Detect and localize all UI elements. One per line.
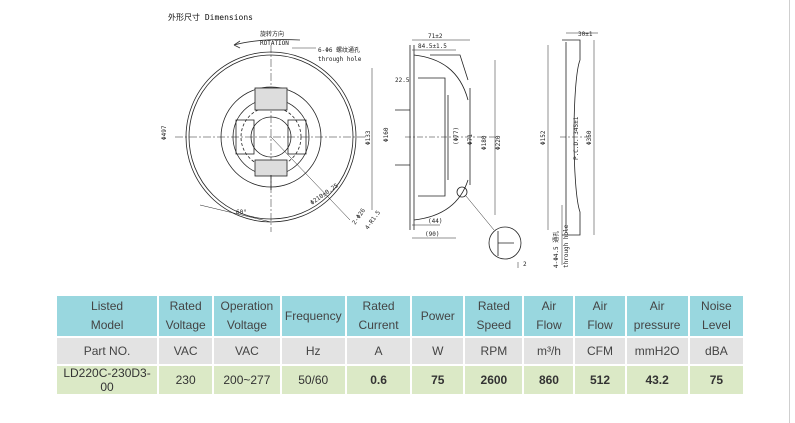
rotation-arrow-icon	[233, 39, 301, 49]
dim-outer: Φ497	[161, 125, 168, 140]
dim-d71: Φ71	[467, 134, 474, 145]
rotation-label-en: ROTATION	[260, 40, 289, 47]
dimension-drawing: 外形尺寸 Dimensions 旋转方向 ROTATION 6-Φ6 螺纹通孔 …	[161, 12, 598, 268]
hole-note-en: through hole	[318, 56, 362, 63]
profile-view	[547, 32, 598, 265]
value-rated-voltage: 230	[159, 366, 213, 394]
dim-d160: Φ160	[383, 127, 390, 142]
unit-cell: RPM	[465, 338, 523, 364]
unit-cell: Part NO.	[57, 338, 158, 364]
detail-view	[465, 195, 522, 268]
header-power: Power	[412, 296, 464, 336]
value-noise-level: 75	[689, 366, 743, 394]
dim-hole-side-en: through hole	[563, 224, 570, 268]
page-edge-divider	[789, 0, 790, 423]
dim-hole-side: 4-Φ4.5 通孔	[552, 231, 560, 268]
unit-cell: VAC	[159, 338, 213, 364]
value-air-pressure: 43.2	[626, 366, 688, 394]
dim-d133: Φ133	[365, 130, 372, 145]
unit-cell: mmH2O	[626, 338, 688, 364]
dim-d180: Φ180	[481, 135, 488, 150]
unit-cell: VAC	[214, 338, 280, 364]
front-view	[175, 45, 367, 232]
value-part-no: LD220C-230D3-00	[57, 366, 158, 394]
dim-d152: Φ152	[540, 130, 547, 145]
value-rated-current: 0.6	[346, 366, 411, 394]
dim-w44: (44)	[428, 218, 442, 225]
dim-d345: P.C.D. 345±1	[573, 116, 580, 160]
unit-cell: A	[346, 338, 411, 364]
unit-cell: W	[412, 338, 464, 364]
dim-d77: (Φ77)	[453, 127, 460, 145]
unit-cell: dBA	[689, 338, 743, 364]
dim-d220: Φ220	[495, 135, 502, 150]
dim-angle: 60°	[236, 209, 247, 216]
drawing-title: 外形尺寸 Dimensions	[168, 12, 253, 22]
value-rated-speed: 2600	[465, 366, 523, 394]
rotation-label-cn: 旋转方向	[260, 30, 284, 38]
unit-cell: Hz	[281, 338, 345, 364]
value-frequency: 50/60	[281, 366, 345, 394]
dim-h71: 71±2	[428, 33, 443, 40]
header-frequency: Frequency	[281, 296, 345, 336]
value-power: 75	[412, 366, 464, 394]
value-air-flow-m3h: 860	[524, 366, 574, 394]
hole-note-cn: 6-Φ6 螺纹通孔	[318, 46, 360, 54]
unit-cell: CFM	[575, 338, 625, 364]
dim-d350: Φ350	[586, 130, 593, 145]
dim-th4: 4-R1.5	[364, 209, 382, 231]
units-row: Part NO. VAC VAC Hz A W RPM m³/h CFM mmH…	[57, 338, 743, 364]
dim-r22: 22.5	[395, 77, 410, 84]
dim-t2: 2	[523, 261, 527, 268]
dim-w90: (90)	[425, 231, 439, 238]
value-air-flow-cfm: 512	[575, 366, 625, 394]
dim-th26: 2-Φ26	[351, 207, 367, 226]
side-view	[371, 39, 496, 239]
dim-h84: 84.5±1.5	[418, 43, 447, 50]
value-operation-voltage: 200~277	[214, 366, 280, 394]
unit-cell: m³/h	[524, 338, 574, 364]
values-row: LD220C-230D3-00 230 200~277 50/60 0.6 75…	[57, 366, 743, 394]
dim-w30: 30±1	[578, 31, 593, 38]
